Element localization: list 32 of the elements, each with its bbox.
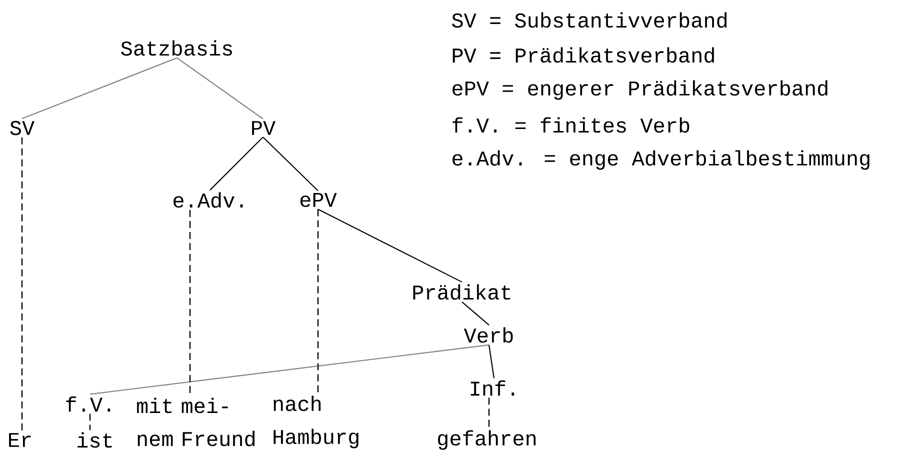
tree-branch <box>318 208 462 283</box>
tree-label: Er <box>9 433 31 447</box>
tree-branch <box>262 136 318 192</box>
tree-label: Satzbasis <box>121 40 232 56</box>
tree-branch <box>488 344 495 378</box>
tree-branch <box>90 344 490 395</box>
tree-branch <box>89 414 91 430</box>
definition-text: SV = Substantivverband <box>452 12 727 28</box>
tree-branch <box>317 209 319 394</box>
tree-branch <box>210 136 264 190</box>
tree-branch <box>22 57 178 120</box>
tree-label: Prädikat <box>413 284 510 300</box>
tree-label: nach Hamburg <box>274 396 358 448</box>
tree-label: mit mei- nem Freund <box>137 398 255 446</box>
definition-text: e.Adv. = enge Adverbialbestimmung <box>452 150 870 170</box>
tree-branch <box>189 210 191 396</box>
tree-branch <box>488 398 490 428</box>
tree-branch <box>462 302 490 326</box>
tree-label: ePV <box>300 192 337 208</box>
tree-label: Inf. <box>470 380 514 396</box>
tree-label: f.V. <box>66 396 110 412</box>
tree-label: Verb <box>464 327 513 343</box>
tree-label: PV <box>252 121 276 135</box>
tree-branch <box>21 137 23 431</box>
definition-text: PV = Prädikatsverband <box>452 47 714 63</box>
tree-label: e.Adv. <box>174 192 243 208</box>
tree-branch <box>176 57 264 120</box>
tree-label: ist <box>78 432 112 448</box>
tree-label: SV <box>10 120 34 136</box>
definition-text: ePV = engerer Prädikatsverband <box>452 80 828 100</box>
definition-text: f.V. = finites Verb <box>452 117 690 133</box>
tree-label: gefahren <box>438 430 536 450</box>
